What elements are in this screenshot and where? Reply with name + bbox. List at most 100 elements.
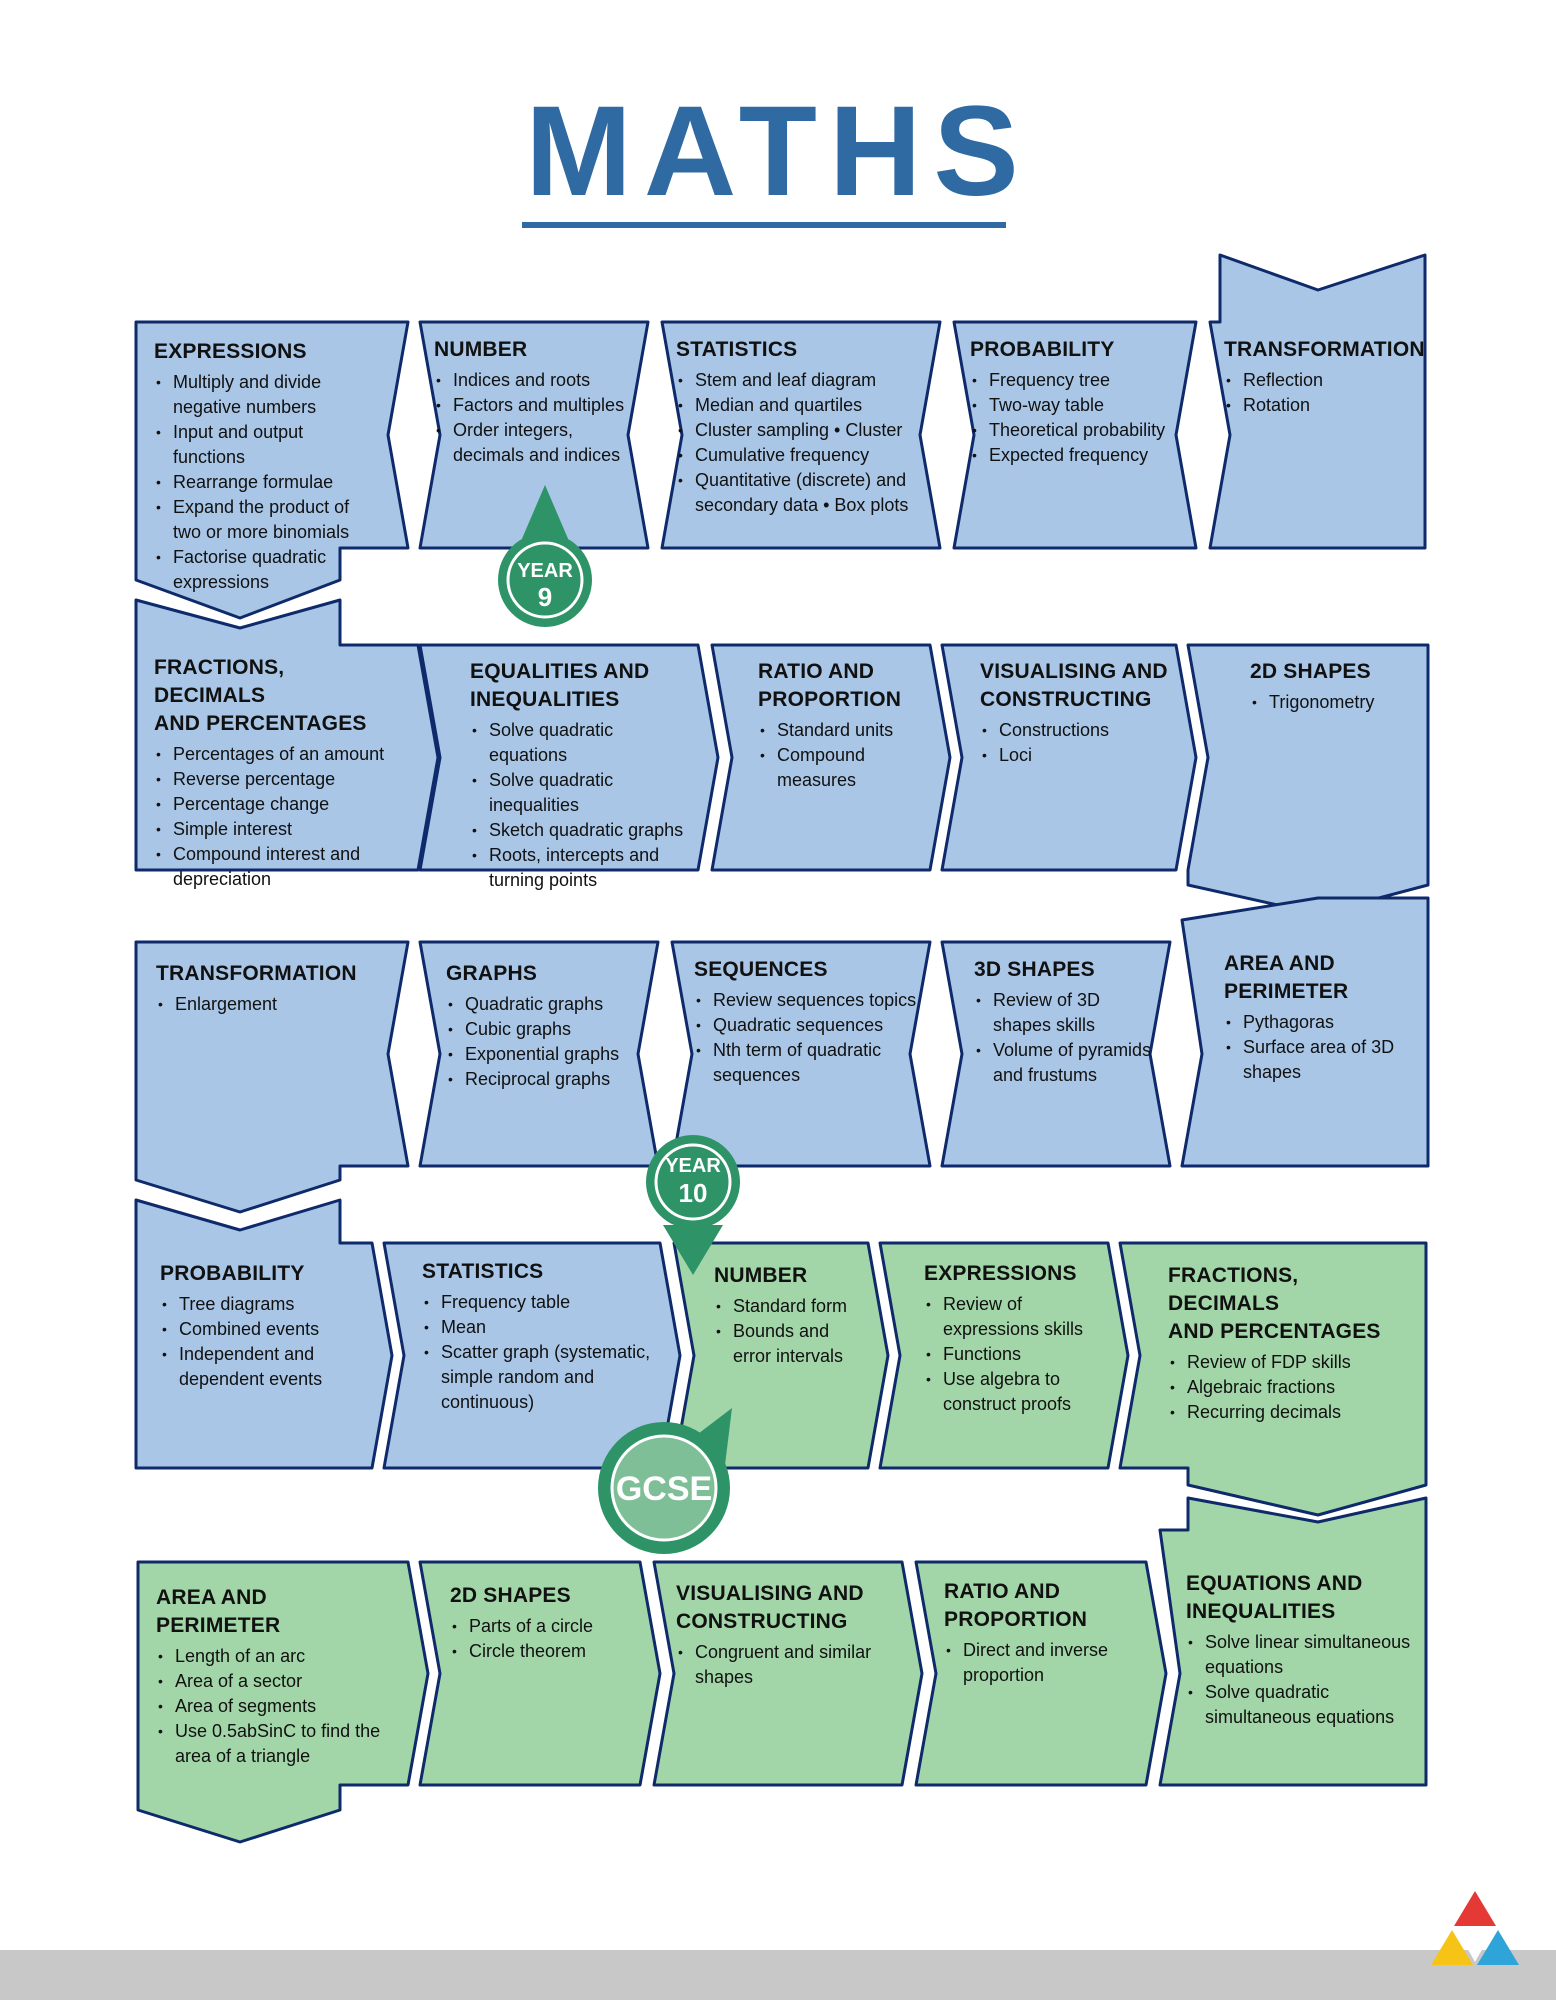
year9-marker-ring <box>506 541 584 619</box>
topic-title: 3D SHAPES <box>974 956 1154 984</box>
topic-item: Cumulative frequency <box>676 443 916 468</box>
topic-list: Indices and rootsFactors and multiplesOr… <box>434 368 634 468</box>
topic-title-line: EQUALITIES AND <box>470 660 650 683</box>
topic-box: FRACTIONS, DECIMALS AND PERCENTAGES Review… <box>1168 1262 1408 1425</box>
topic-title-line: VISUALISING AND <box>980 660 1168 683</box>
topic-item: Simple interest <box>154 817 394 842</box>
topic-title: FRACTIONS, DECIMALS AND PERCENTAGES <box>1168 1262 1408 1346</box>
topic-title: SEQUENCES <box>694 956 934 984</box>
topic-item: Constructions <box>980 718 1170 743</box>
topic-title: PROBABILITY <box>970 336 1170 364</box>
topic-list: Frequency treeTwo-way tableTheoretical p… <box>970 368 1170 468</box>
topic-item: Rearrange formulae <box>154 470 354 495</box>
topic-title: TRANSFORMATION <box>1224 336 1425 364</box>
topic-list: Trigonometry <box>1250 690 1420 715</box>
topic-item: Nth term of quadratic sequences <box>694 1038 934 1088</box>
topic-title-line: NUMBER <box>714 1264 808 1287</box>
topic-title: STATISTICS <box>676 336 916 364</box>
topic-title: 2D SHAPES <box>1250 658 1420 686</box>
topic-item: Enlargement <box>156 992 386 1017</box>
topic-item: Multiply and divide negative numbers <box>154 370 354 420</box>
topic-item: Congruent and similar shapes <box>676 1640 886 1690</box>
topic-item: Solve quadratic simultaneous equations <box>1186 1680 1416 1730</box>
topic-item: Cubic graphs <box>446 1017 646 1042</box>
title-underline <box>522 222 1006 228</box>
topic-item: Circle theorem <box>450 1639 620 1664</box>
topic-box: RATIO AND PROPORTION Direct and inverse pr… <box>944 1578 1124 1688</box>
topic-list: Review sequences topicsQuadratic sequenc… <box>694 988 934 1088</box>
topic-item: Trigonometry <box>1250 690 1420 715</box>
topic-item: Quadratic graphs <box>446 992 646 1017</box>
topic-item: Scatter graph (systematic, simple random… <box>422 1340 652 1415</box>
topic-box: 2D SHAPESParts of a circleCircle theorem <box>450 1582 620 1664</box>
topic-title-line: AREA AND <box>1224 952 1335 975</box>
topic-item: Frequency table <box>422 1290 652 1315</box>
topic-item: Review of 3D shapes skills <box>974 988 1154 1038</box>
topic-item: Two-way table <box>970 393 1170 418</box>
logo-left-triangle <box>1431 1930 1473 1965</box>
topic-title-line: EXPRESSIONS <box>154 340 307 363</box>
topic-list: Review of FDP skillsAlgebraic fractionsR… <box>1168 1350 1408 1425</box>
topic-title-line: PERIMETER <box>1224 980 1349 1003</box>
topic-title: GRAPHS <box>446 960 646 988</box>
topic-box: 2D SHAPES Trigonometry <box>1250 658 1420 715</box>
topic-item: Exponential graphs <box>446 1042 646 1067</box>
topic-item: Order integers, decimals and indices <box>434 418 634 468</box>
topic-list: Standard formBounds and error intervals <box>714 1294 864 1369</box>
topic-title-line: RATIO AND <box>758 660 875 683</box>
topic-title-line: INEQUALITIES <box>470 688 620 711</box>
topic-title-line: PROPORTION <box>944 1608 1088 1631</box>
topic-item: Theoretical probability <box>970 418 1170 443</box>
topic-item: Bounds and error intervals <box>714 1319 864 1369</box>
topic-item: Input and output functions <box>154 420 354 470</box>
topic-title-line: AND PERCENTAGES <box>1168 1320 1381 1343</box>
topic-item: Surface area of 3D shapes <box>1224 1035 1404 1085</box>
topic-box: NUMBER Standard formBounds and error inte… <box>714 1262 864 1369</box>
year9-label: YEAR <box>517 560 573 582</box>
topic-list: Solve quadratic equationsSolve quadratic… <box>470 718 690 893</box>
topic-title-line: STATISTICS <box>676 338 798 361</box>
topic-list: Length of an arcArea of a sectorArea of … <box>156 1644 396 1769</box>
topic-title: AREA AND PERIMETER <box>1224 950 1404 1006</box>
topic-list: ConstructionsLoci <box>980 718 1170 768</box>
topic-item: Indices and roots <box>434 368 634 393</box>
topic-item: Frequency tree <box>970 368 1170 393</box>
year9-number: 9 <box>538 582 552 612</box>
topic-item: Area of segments <box>156 1694 396 1719</box>
topic-list: Solve linear simultaneous equationsSolve… <box>1186 1630 1416 1730</box>
topic-item: Reflection <box>1224 368 1424 393</box>
topic-item: Solve linear simultaneous equations <box>1186 1630 1416 1680</box>
topic-item: Independent and dependent events <box>160 1342 370 1392</box>
topic-list: Direct and inverse proportion <box>944 1638 1124 1688</box>
topic-box: AREA AND PERIMETERLength of an arcArea o… <box>156 1584 396 1769</box>
topic-item: Recurring decimals <box>1168 1400 1408 1425</box>
year10-number: 10 <box>679 1178 708 1208</box>
topic-title-line: EXPRESSIONS <box>924 1262 1077 1285</box>
topic-title-line: CONSTRUCTING <box>676 1610 848 1633</box>
topic-item: Loci <box>980 743 1170 768</box>
topic-box: TRANSFORMATIONReflectionRotation <box>1224 336 1425 418</box>
topic-item: Standard units <box>758 718 918 743</box>
topic-item: Percentage change <box>154 792 394 817</box>
topic-title-line: VISUALISING AND <box>676 1582 864 1605</box>
topic-title-line: AREA AND PERIMETER <box>156 1586 281 1637</box>
topic-title: EXPRESSIONS <box>154 338 354 366</box>
topic-title-line: RATIO AND <box>944 1580 1061 1603</box>
topic-item: Length of an arc <box>156 1644 396 1669</box>
topic-title: 2D SHAPES <box>450 1582 620 1610</box>
topic-title: VISUALISING AND CONSTRUCTING <box>676 1580 886 1636</box>
topic-item: Combined events <box>160 1317 370 1342</box>
topic-title-line: FRACTIONS, DECIMALS <box>154 656 285 707</box>
topic-title-line: FRACTIONS, DECIMALS <box>1168 1264 1299 1315</box>
topic-title: STATISTICS <box>422 1258 652 1286</box>
topic-item: Reverse percentage <box>154 767 394 792</box>
topic-item: Review sequences topics <box>694 988 934 1013</box>
year10-label: YEAR <box>665 1155 721 1177</box>
topic-list: Stem and leaf diagramMedian and quartile… <box>676 368 916 518</box>
topic-list: Quadratic graphsCubic graphsExponential … <box>446 992 646 1092</box>
topic-box: EQUALITIES AND INEQUALITIES Solve quadrati… <box>470 658 690 893</box>
topic-title-line: PROBABILITY <box>970 338 1115 361</box>
topic-title-line: INEQUALITIES <box>1186 1600 1336 1623</box>
